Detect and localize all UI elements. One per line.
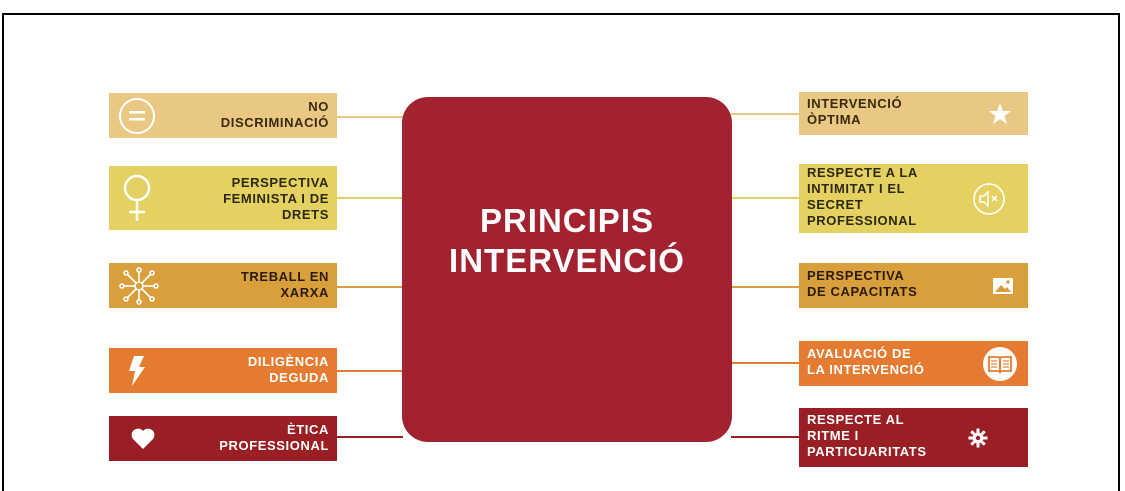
principle-perspectiva-feminista: PERSPECTIVA FEMINISTA I DE DRETS: [109, 166, 337, 230]
principle-label: PERSPECTIVA DE CAPACITATS: [807, 268, 918, 299]
principle-treball-en-xarxa: TREBALL EN XARXA: [109, 263, 337, 308]
equals-circle-icon: [117, 96, 157, 136]
principle-label: PERSPECTIVA FEMINISTA I DE DRETS: [223, 175, 329, 222]
female-symbol-icon: [117, 171, 157, 225]
lightning-icon: [127, 355, 147, 386]
connector-left-4: [337, 370, 403, 372]
principle-label: AVALUACIÓ DE LA INTERVENCIÓ: [807, 346, 925, 377]
connector-left-3: [337, 286, 403, 288]
principle-label: INTERVENCIÓ ÒPTIMA: [807, 96, 903, 127]
principle-avaluacio-intervencio: AVALUACIÓ DE LA INTERVENCIÓ: [799, 341, 1028, 386]
principle-label: RESPECTE A LA INTIMITAT I EL SECRET PROF…: [807, 165, 918, 228]
central-title-line2: INTERVENCIÓ: [449, 242, 685, 279]
principle-etica-professional: ÈTICA PROFESSIONAL: [109, 416, 337, 461]
central-title: PRINCIPIS INTERVENCIÓ: [402, 201, 732, 281]
principle-intervencio-optima: INTERVENCIÓ ÒPTIMA: [799, 92, 1028, 135]
network-icon: [117, 266, 161, 306]
connector-left-1: [337, 116, 403, 118]
principle-respecte-ritme: RESPECTE AL RITME I PARTICUARITATS: [799, 408, 1028, 467]
connector-left-5: [337, 436, 403, 438]
book-icon: [982, 346, 1018, 382]
principle-label: NO DISCRIMINACIÓ: [220, 99, 329, 130]
connector-right-4: [731, 362, 800, 364]
connector-right-3: [731, 286, 800, 288]
central-title-line1: PRINCIPIS: [479, 202, 655, 239]
principle-label: TREBALL EN XARXA: [240, 269, 329, 300]
image-icon: [992, 277, 1014, 295]
gear-icon: [968, 428, 988, 448]
principle-label: RESPECTE AL RITME I PARTICUARITATS: [807, 412, 927, 459]
central-node: PRINCIPIS INTERVENCIÓ: [402, 97, 732, 442]
star-icon: [988, 102, 1012, 126]
heart-icon: [131, 428, 155, 450]
connector-left-2: [337, 197, 403, 199]
connector-right-1: [731, 113, 800, 115]
principle-respecte-intimitat: RESPECTE A LA INTIMITAT I EL SECRET PROF…: [799, 164, 1028, 233]
connector-right-5: [731, 436, 800, 438]
principle-no-discriminacio: NO DISCRIMINACIÓ: [109, 93, 337, 138]
principle-diligencia-deguda: DILIGÈNCIA DEGUDA: [109, 348, 337, 393]
principle-perspectiva-capacitats: PERSPECTIVA DE CAPACITATS: [799, 263, 1028, 308]
connector-right-2: [731, 197, 800, 199]
principle-label: DILIGÈNCIA DEGUDA: [247, 354, 329, 385]
principle-label: ÈTICA PROFESSIONAL: [219, 422, 329, 453]
mute-speaker-icon: [972, 182, 1006, 216]
